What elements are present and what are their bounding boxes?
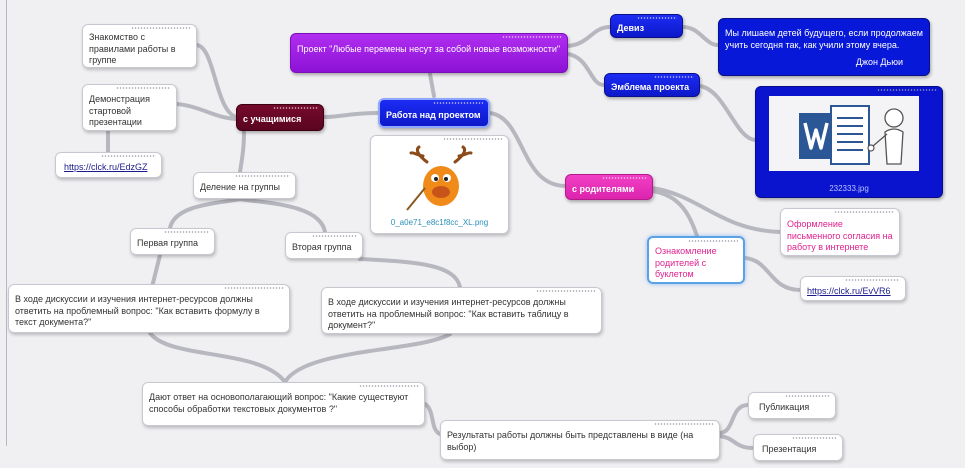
- work-node[interactable]: Работа над проектом: [378, 98, 490, 128]
- rules-node[interactable]: Знакомство с правилами работы в группе: [82, 24, 197, 68]
- grouping-label: Деление на группы: [200, 182, 280, 192]
- rules-label: Знакомство с правилами работы в группе: [89, 32, 176, 66]
- connector-task1-main: [148, 331, 287, 384]
- connector-project-emblem: [566, 52, 606, 87]
- connector-students-grouping: [238, 129, 246, 174]
- moose-image-node[interactable]: 0_a0e71_e8c1f8cc_XL.png: [370, 135, 509, 234]
- students-label: с учащимися: [243, 114, 302, 124]
- demo-label: Демонстрация стартовой презентации: [89, 94, 150, 128]
- students-link[interactable]: https://clck.ru/EdzGZ: [64, 162, 148, 172]
- group1-label: Первая группа: [137, 238, 198, 248]
- consent-node[interactable]: Оформление письменного согласия на работ…: [780, 208, 900, 256]
- group2-label: Вторая группа: [292, 242, 352, 252]
- group2-node[interactable]: Вторая группа: [285, 232, 363, 259]
- emblem-image-node[interactable]: 232333.jpg: [755, 86, 943, 198]
- results-node[interactable]: Результаты работы должны быть представле…: [440, 420, 720, 460]
- publication-label: Публикация: [759, 402, 810, 412]
- connector-emblem-image: [698, 84, 757, 142]
- parents-link[interactable]: https://clck.ru/EvVR6: [807, 286, 891, 296]
- connector-project-motto: [566, 25, 612, 48]
- students-link-node[interactable]: https://clck.ru/EdzGZ: [55, 152, 162, 178]
- parents-link-node[interactable]: https://clck.ru/EvVR6: [800, 276, 906, 301]
- project-node[interactable]: Проект "Любые перемены несут за собой но…: [290, 33, 568, 73]
- motto-node[interactable]: Девиз проекта: [610, 14, 683, 38]
- presentation-label: Презентация: [762, 444, 817, 454]
- connector-results-publication: [718, 403, 750, 435]
- project-title: Проект "Любые перемены несут за собой но…: [297, 44, 561, 54]
- connector-group2-task2: [358, 257, 462, 289]
- task2-text: В ходе дискуссии и изучения интернет-рес…: [328, 297, 569, 331]
- moose-teacher-icon: [406, 145, 473, 211]
- main-question-node[interactable]: Дают ответ на основополагающий вопрос: "…: [142, 382, 425, 426]
- publication-node[interactable]: Публикация: [748, 392, 836, 419]
- work-label: Работа над проектом: [386, 110, 481, 120]
- connector-work-parents: [488, 111, 567, 188]
- connector-project-work: [428, 72, 436, 98]
- demo-node[interactable]: Демонстрация стартовой презентации: [82, 84, 177, 131]
- results-text: Результаты работы должны быть представле…: [447, 430, 694, 452]
- connector-acquaintance-link: [743, 256, 802, 292]
- acquaintance-node[interactable]: Ознакомление родителей с буклетом: [647, 236, 745, 284]
- moose-image-caption: 0_a0e71_e8c1f8cc_XL.png: [390, 218, 489, 227]
- connector-main-results: [423, 402, 442, 436]
- left-divider: [6, 0, 7, 446]
- parents-node[interactable]: с родителями: [565, 174, 653, 200]
- consent-text: Оформление письменного согласия на работ…: [787, 219, 893, 253]
- motto-label: Девиз проекта: [617, 23, 652, 37]
- word-document-icon: [769, 96, 919, 171]
- connector-results-presentation: [718, 434, 755, 450]
- quote-author: Джон Дьюи: [855, 57, 903, 67]
- presentation-node[interactable]: Презентация: [753, 434, 843, 461]
- task1-text: В ходе дискуссии и изучения интернет-рес…: [15, 294, 260, 328]
- students-node[interactable]: с учащимися: [236, 104, 324, 131]
- emblem-node[interactable]: Эмблема проекта: [604, 73, 700, 97]
- connector-parents-acquaintance: [650, 189, 699, 238]
- task1-node[interactable]: В ходе дискуссии и изучения интернет-рес…: [8, 284, 290, 333]
- connector-work-students: [323, 111, 380, 119]
- parents-label: с родителями: [572, 184, 635, 194]
- connector-parents-consent: [650, 186, 782, 234]
- quote-node[interactable]: Мы лишаем детей будущего, если продолжае…: [718, 18, 930, 76]
- task2-node[interactable]: В ходе дискуссии и изучения интернет-рес…: [321, 287, 602, 334]
- acquaintance-text: Ознакомление родителей с буклетом: [655, 246, 717, 280]
- grouping-node[interactable]: Деление на группы: [193, 172, 296, 199]
- main-question-text: Дают ответ на основополагающий вопрос: "…: [149, 392, 409, 414]
- connector-motto-quote: [681, 25, 720, 47]
- emblem-image-caption: 232333.jpg: [829, 184, 869, 193]
- quote-text: Мы лишаем детей будущего, если продолжае…: [725, 28, 923, 50]
- connector-group1-task1: [150, 253, 162, 289]
- connector-students-rules: [195, 43, 238, 119]
- connector-task2-main: [283, 332, 452, 384]
- connector-grouping-group2: [238, 197, 327, 234]
- connector-students-demo: [175, 102, 238, 121]
- emblem-label: Эмблема проекта: [611, 82, 690, 92]
- group1-node[interactable]: Первая группа: [130, 228, 215, 255]
- connector-grouping-group1: [168, 197, 242, 230]
